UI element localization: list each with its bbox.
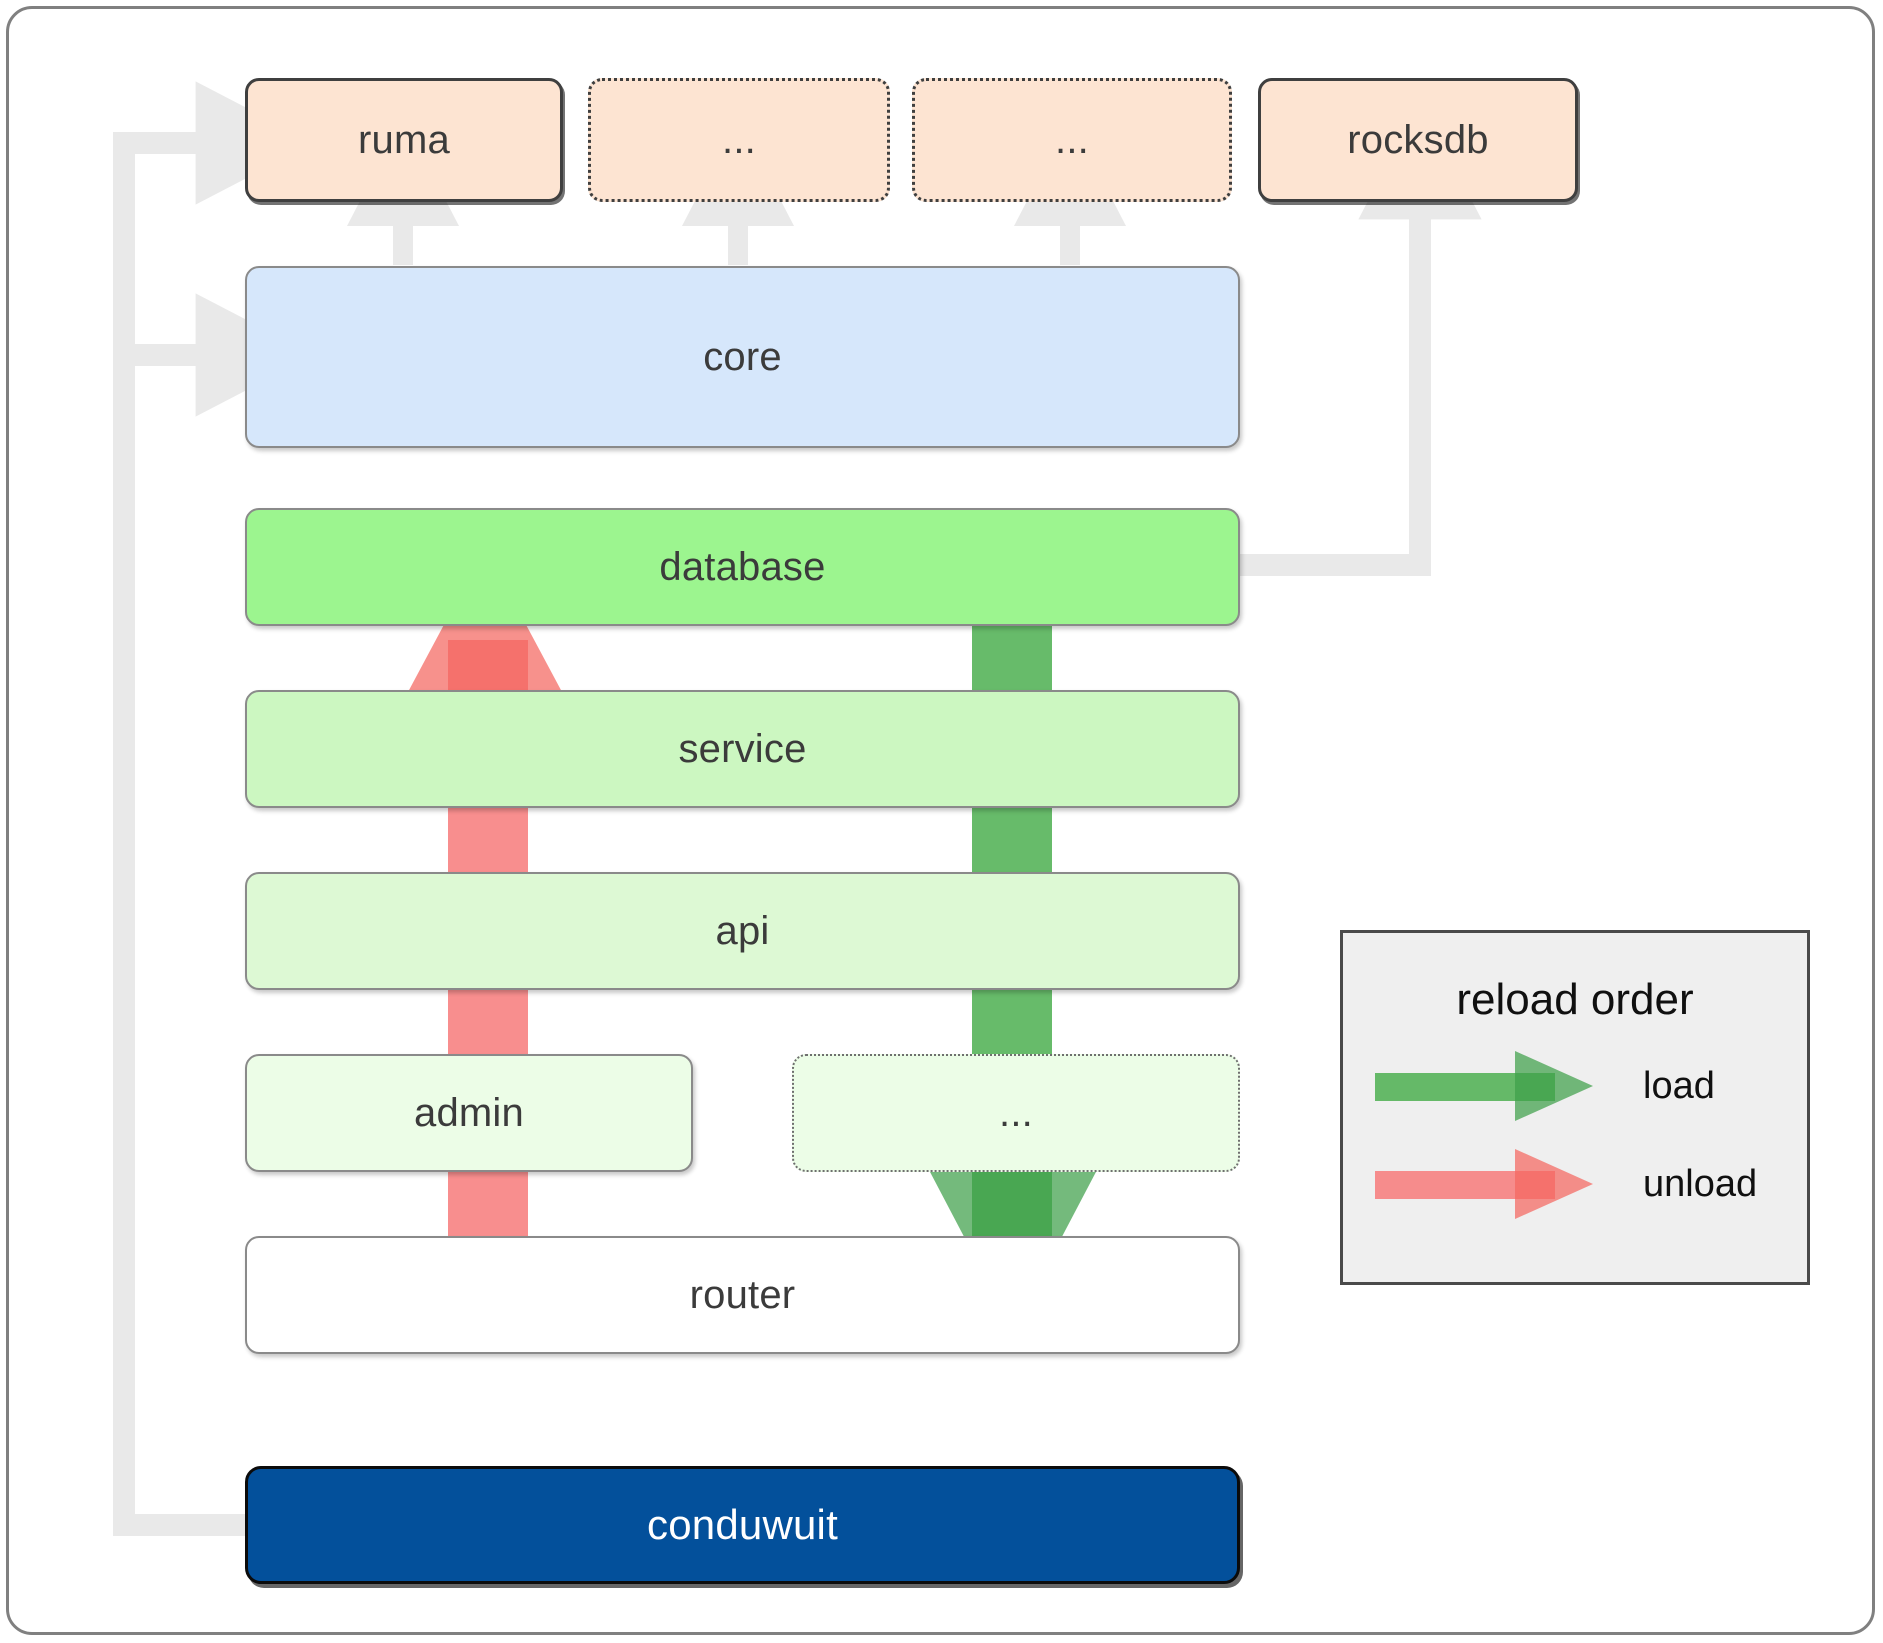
- legend-load-arrow-icon: [1375, 1051, 1593, 1121]
- diagram-frame: [6, 6, 1875, 1635]
- crate-box-placeholder-2[interactable]: ...: [912, 78, 1232, 202]
- binary-label: conduwuit: [647, 1501, 838, 1548]
- legend-label-unload: unload: [1643, 1163, 1758, 1205]
- legend-unload-arrow-icon: [1375, 1149, 1593, 1219]
- layer-label: admin: [414, 1090, 524, 1135]
- legend-label-load: load: [1643, 1065, 1715, 1107]
- crate-label: rocksdb: [1347, 117, 1489, 162]
- crate-label: ...: [722, 117, 756, 162]
- layer-box-service[interactable]: service: [245, 690, 1240, 808]
- legend-panel: reload order load unload: [1340, 930, 1810, 1285]
- crate-box-ruma[interactable]: ruma: [245, 78, 563, 202]
- layer-box-router[interactable]: router: [245, 1236, 1240, 1354]
- layer-label: service: [678, 726, 807, 771]
- layer-box-admin[interactable]: admin: [245, 1054, 693, 1172]
- layer-label: router: [689, 1272, 796, 1317]
- crate-label: ...: [1055, 117, 1089, 162]
- layer-label: core: [703, 334, 782, 379]
- layer-box-database[interactable]: database: [245, 508, 1240, 626]
- legend-title: reload order: [1456, 975, 1694, 1024]
- crate-label: ruma: [358, 117, 450, 162]
- layer-box-api[interactable]: api: [245, 872, 1240, 990]
- layer-box-core[interactable]: core: [245, 266, 1240, 448]
- layer-label: database: [659, 544, 826, 589]
- crate-box-placeholder-1[interactable]: ...: [588, 78, 890, 202]
- crate-box-rocksdb[interactable]: rocksdb: [1258, 78, 1578, 202]
- binary-box-conduwuit[interactable]: conduwuit: [245, 1466, 1240, 1584]
- legend-arrows: [1375, 1051, 1593, 1219]
- layer-label: ...: [999, 1090, 1033, 1135]
- layer-box-placeholder[interactable]: ...: [792, 1054, 1240, 1172]
- layer-label: api: [715, 908, 770, 953]
